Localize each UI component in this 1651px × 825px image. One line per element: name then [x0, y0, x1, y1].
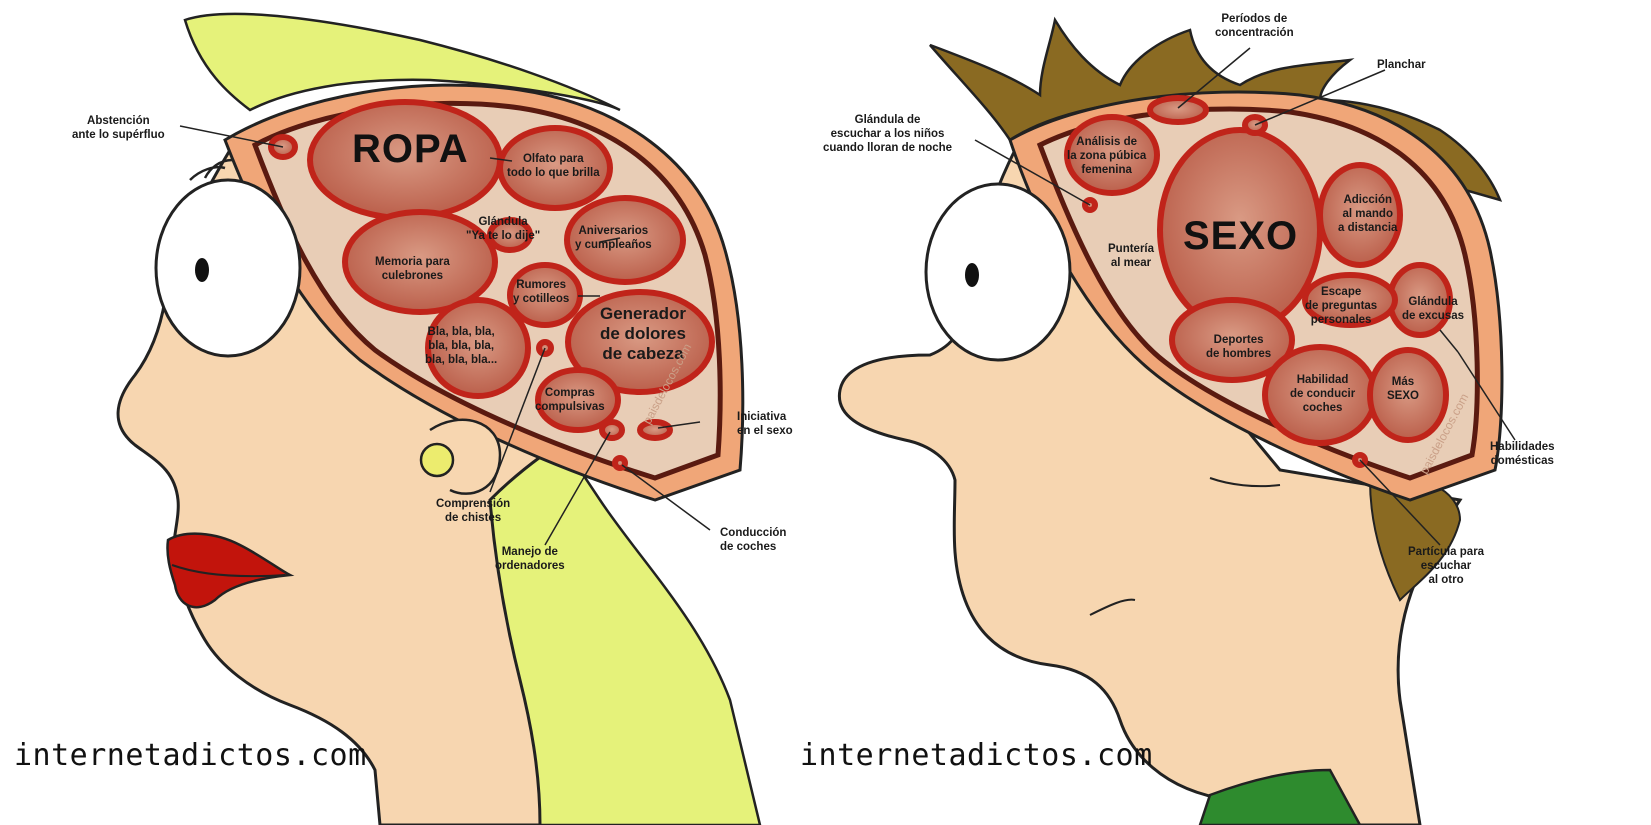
label-planchar: Planchar [1377, 58, 1426, 72]
female-eye [156, 180, 300, 356]
label-memoria: Memoria para culebrones [375, 255, 450, 283]
label-habilidades-domesticas: Habilidades domésticas [1490, 440, 1555, 468]
label-adiccion: Adicción al mando a distancia [1338, 193, 1397, 235]
label-glandula-excusas: Glándula de excusas [1402, 295, 1464, 323]
label-deportes: Deportes de hombres [1206, 333, 1271, 361]
label-particula: Partícula para escuchar al otro [1408, 545, 1484, 587]
female-site-watermark: internetadictos.com [14, 738, 367, 773]
label-aniversarios: Aniversarios y cumpleaños [575, 224, 652, 252]
label-olfato: Olfato para todo lo que brilla [507, 152, 600, 180]
label-glandula-ninos: Glándula de escuchar a los niños cuando … [823, 113, 952, 155]
female-big-label-ropa: ROPA [352, 125, 469, 174]
label-habilidad: Habilidad de conducir coches [1290, 373, 1355, 415]
label-abstencion: Abstención ante lo supérfluo [72, 114, 165, 142]
label-mas-sexo: Más SEXO [1387, 375, 1419, 403]
label-punteria: Puntería al mear [1108, 242, 1154, 270]
label-escape: Escape de preguntas personales [1305, 285, 1377, 327]
label-comprension: Comprensión de chistes [436, 497, 510, 525]
label-conduccion: Conducción de coches [720, 526, 786, 554]
label-manejo: Manejo de ordenadores [495, 545, 565, 573]
label-periodos: Períodos de concentración [1215, 12, 1294, 40]
label-iniciativa: Iniciativa en el sexo [737, 410, 793, 438]
male-eye [926, 184, 1070, 360]
label-bla: Bla, bla, bla, bla, bla, bla, bla, bla, … [425, 325, 497, 367]
label-glandula-ya: Glándula "Ya te lo dije" [466, 215, 540, 243]
label-compras: Compras compulsivas [535, 386, 605, 414]
female-earring [421, 444, 453, 476]
male-pupil [965, 263, 979, 287]
male-big-label-sexo: SEXO [1183, 212, 1298, 261]
male-site-watermark: internetadictos.com [800, 738, 1153, 773]
female-pupil [195, 258, 209, 282]
label-analisis: Análisis de la zona púbica femenina [1067, 135, 1146, 177]
label-rumores: Rumores y cotilleos [513, 278, 569, 306]
